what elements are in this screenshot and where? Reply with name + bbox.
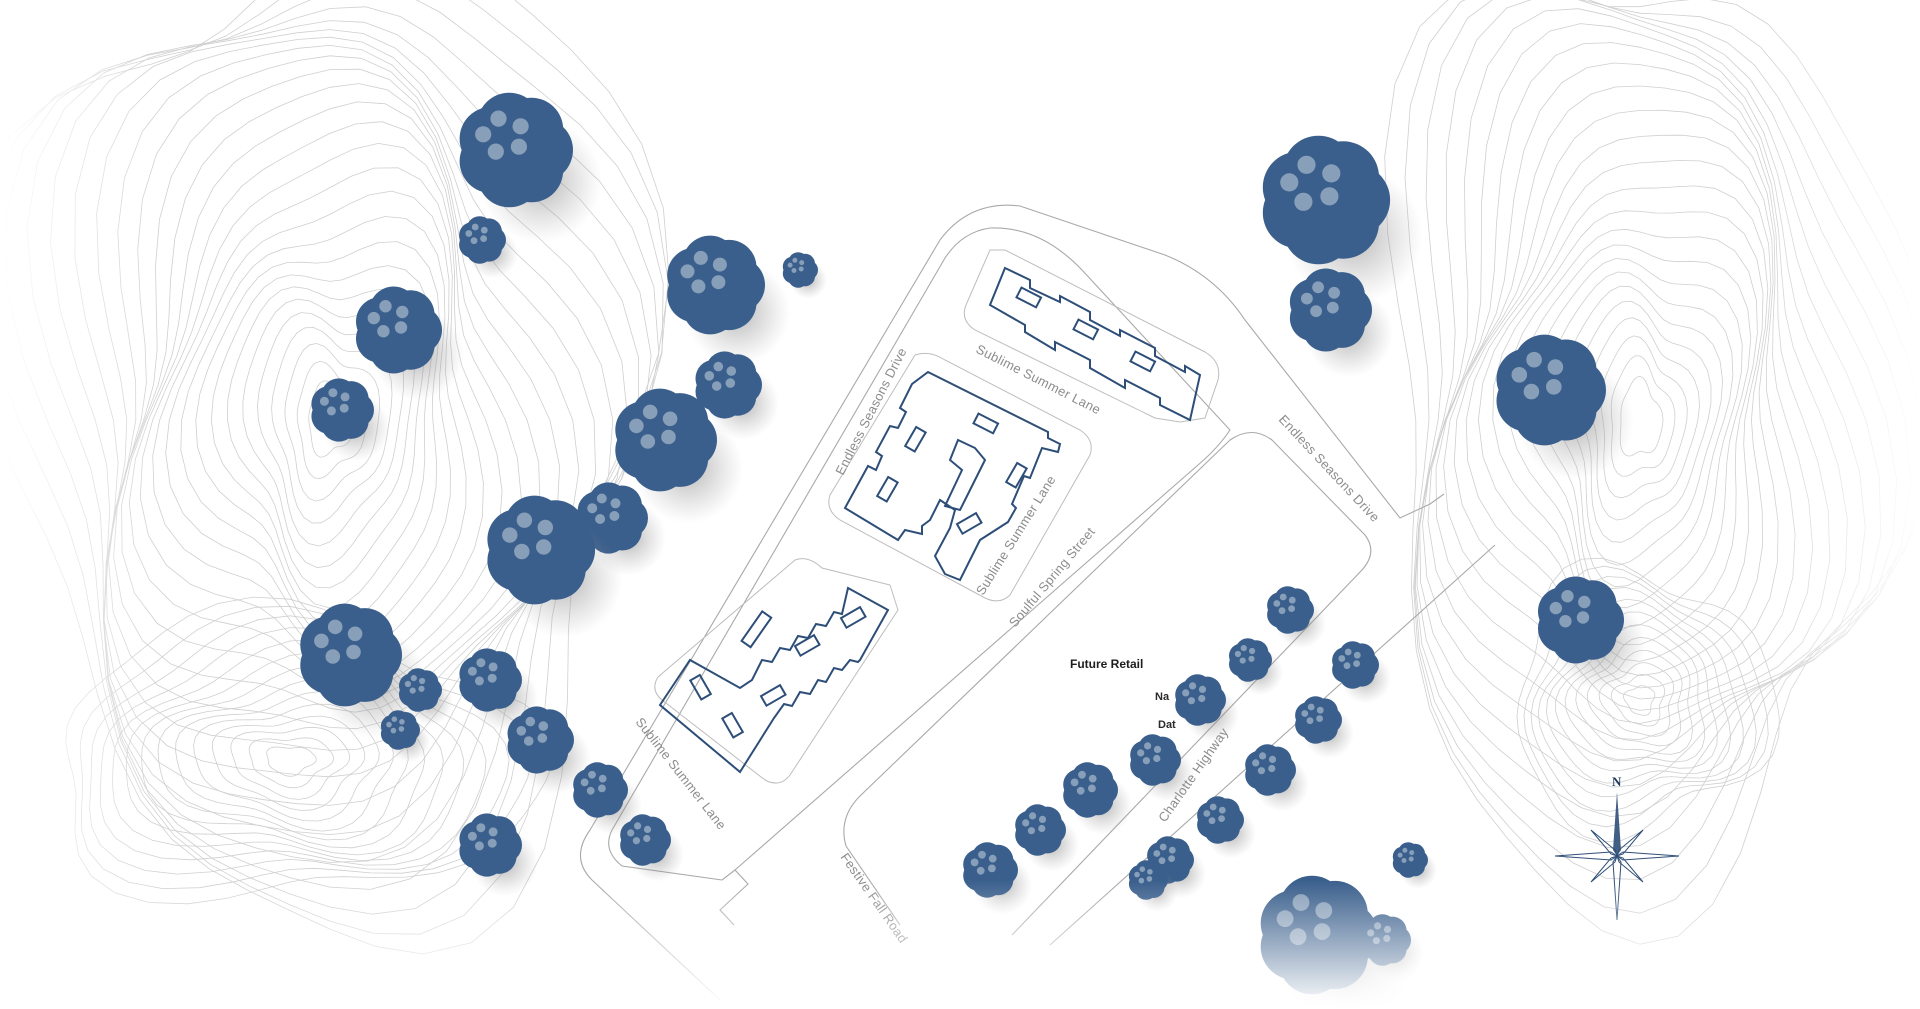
- contour-line: [1586, 650, 1683, 747]
- tree-icon: [1197, 796, 1257, 859]
- building-pads: [654, 249, 1220, 784]
- building-north: [988, 266, 1202, 422]
- tree-icon: [1538, 576, 1647, 691]
- building-middle: [843, 370, 1062, 582]
- contour-line: [210, 265, 433, 609]
- pad-south: [654, 558, 899, 784]
- tree-icon: [356, 286, 464, 401]
- contour-line: [1530, 576, 1757, 812]
- tree-clusters: [300, 92, 1647, 1009]
- tree-icon: [459, 216, 518, 279]
- contour-line: [1523, 565, 1769, 828]
- tree-icon: [667, 235, 790, 365]
- contour-line: [271, 327, 393, 524]
- tree-icon: [487, 495, 623, 638]
- label-endless-seasons-drive-east: Endless Seasons Drive: [1276, 412, 1383, 525]
- label-partial-dat: Dat: [1158, 719, 1176, 731]
- tree-icon: [459, 92, 602, 243]
- tree-icon: [380, 710, 430, 762]
- tree-icon: [1130, 734, 1194, 802]
- tree-icon: [620, 814, 684, 882]
- contour-line: [1610, 673, 1666, 727]
- tree-icon: [695, 351, 779, 440]
- tree-icon: [1229, 638, 1283, 696]
- contour-line: [1598, 662, 1675, 737]
- edge-fade-left: [0, 0, 160, 1009]
- contour-line: [1465, 160, 1779, 689]
- contour-line: [195, 241, 441, 626]
- tree-icon: [300, 603, 428, 739]
- road-endless-seasons-drive-inner: [608, 227, 1231, 881]
- tree-icon: [1063, 762, 1132, 835]
- edge-fade-right: [1760, 0, 1920, 1009]
- contour-line: [248, 737, 334, 789]
- tree-icon: [1295, 696, 1355, 759]
- contour-line: [266, 746, 317, 777]
- label-sublime-summer-lane-south: Sublime Summer Lane: [633, 715, 730, 833]
- contour-line: [1564, 624, 1706, 763]
- contour-line: [1435, 85, 1831, 724]
- tree-icon: [1332, 641, 1392, 704]
- contour-line: [1492, 210, 1764, 662]
- compass-north-label: N: [1612, 774, 1622, 789]
- road-endless-seasons-drive-outer: [579, 204, 1445, 1001]
- label-sublime-summer-lane-north: Sublime Summer Lane: [974, 341, 1104, 417]
- tree-icon: [1289, 268, 1393, 378]
- contour-line: [1575, 636, 1693, 755]
- tree-icon: [1496, 334, 1634, 480]
- contour-line: [1416, 8, 1898, 818]
- contour-line: [1443, 109, 1814, 711]
- contour-line: [1623, 685, 1656, 716]
- contour-line: [1414, 0, 1912, 849]
- contour-line: [1477, 185, 1769, 677]
- tree-icon: [507, 706, 591, 795]
- tree-icon: [311, 378, 390, 462]
- label-partial-na: Na: [1155, 691, 1170, 703]
- tree-icon: [1245, 744, 1309, 812]
- contour-line: [1453, 134, 1796, 700]
- contour-line: [1545, 598, 1732, 784]
- edge-fade-bottom: [0, 880, 1920, 1009]
- tree-icon: [782, 252, 827, 299]
- tree-icon: [1392, 842, 1437, 889]
- tree-icon: [1015, 804, 1079, 872]
- tree-icon: [1267, 586, 1327, 649]
- tree-icon: [399, 668, 453, 726]
- pad-middle: [828, 352, 1092, 602]
- contour-line: [1516, 557, 1780, 843]
- contour-line: [1422, 42, 1866, 762]
- contour-line: [226, 286, 425, 589]
- tree-icon: [1175, 674, 1239, 742]
- contour-line: [284, 343, 381, 502]
- contour-line: [180, 216, 451, 642]
- road-soulful-spring-street: [843, 431, 1372, 936]
- contour-line: [1537, 586, 1744, 797]
- buildings: [658, 266, 1202, 774]
- road-network: [579, 204, 1496, 1001]
- road-charlotte-highway: [1049, 544, 1496, 946]
- label-future-retail: Future Retail: [1070, 657, 1143, 671]
- pad-north: [963, 249, 1220, 423]
- tree-icon: [615, 388, 744, 524]
- tree-icon: [573, 762, 642, 835]
- contour-line: [165, 190, 467, 656]
- tree-icon: [459, 648, 538, 732]
- contour-line: [230, 726, 351, 800]
- contour-line: [1555, 611, 1718, 772]
- tree-icon: [459, 813, 538, 897]
- building-south: [658, 586, 890, 774]
- label-endless-seasons-drive-west: Endless Seasons Drive: [832, 345, 909, 477]
- compass-rose-icon: N: [1554, 774, 1680, 921]
